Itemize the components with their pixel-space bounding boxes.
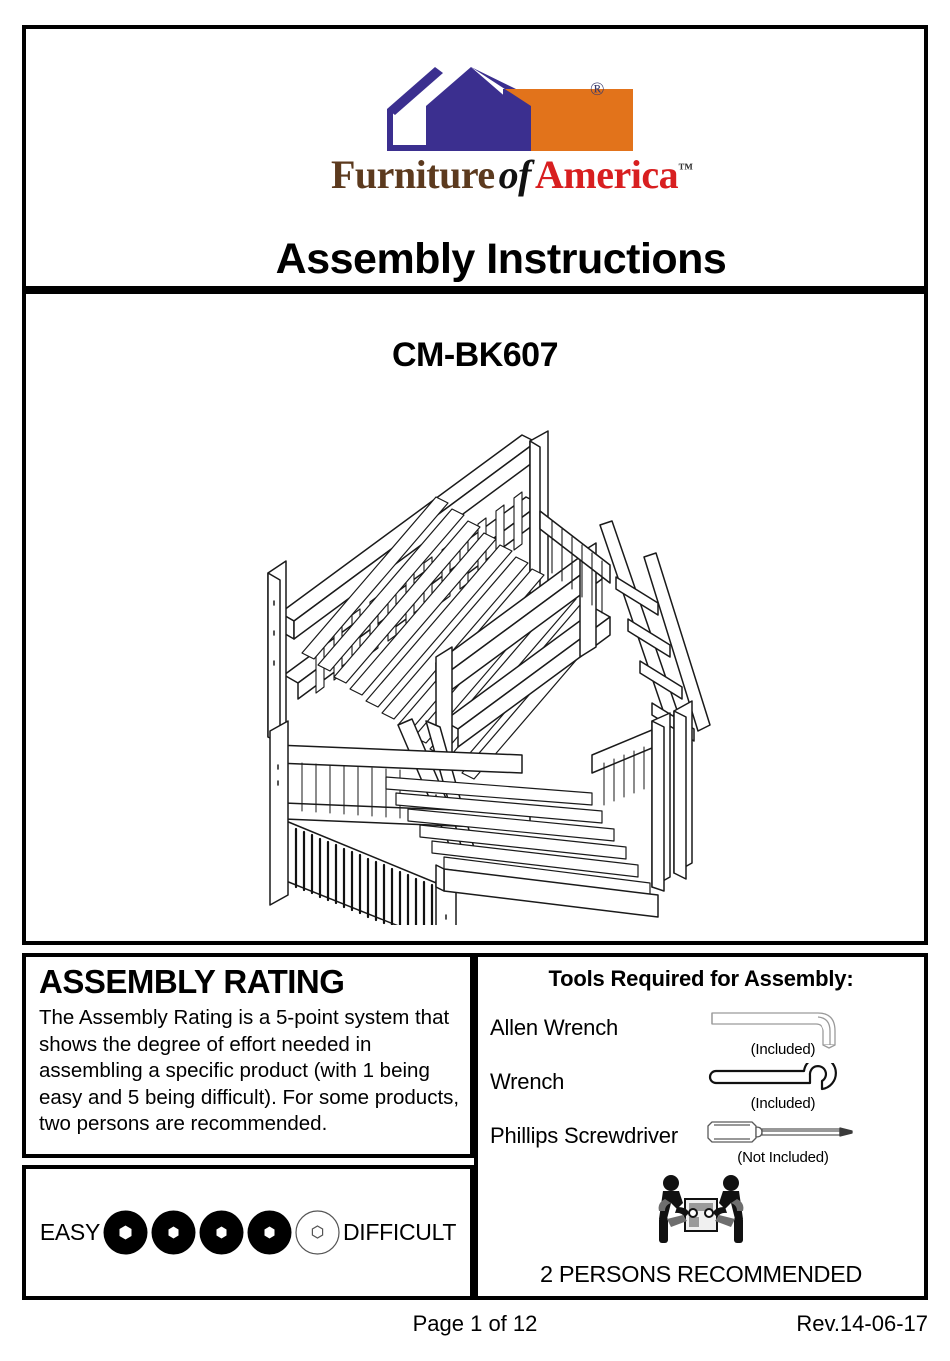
footer-page-number: Page 1 of 12 <box>412 1311 538 1336</box>
rating-dot-filled <box>246 1209 293 1256</box>
rating-dot-empty <box>294 1209 341 1256</box>
tool-name-allen-wrench: Allen Wrench <box>490 1015 619 1040</box>
tool-row: Wrench (Included) <box>478 1063 924 1117</box>
registered-trademark-icon: ® <box>590 79 605 100</box>
tool-name-wrench: Wrench <box>490 1069 565 1094</box>
tool-row: Phillips Screwdriver (Not Included) <box>478 1117 924 1171</box>
tools-heading: Tools Required for Assembly: <box>548 966 854 991</box>
rating-dots <box>102 1209 341 1256</box>
footer-revision: Rev.14-06-17 <box>796 1311 928 1336</box>
tool-note-wrench: (Included) <box>750 1095 816 1112</box>
logo-word-america: America <box>534 152 679 197</box>
assembly-rating-scale-box: EASY DIFFICULT <box>22 1165 474 1300</box>
logo-house-mark <box>387 67 633 151</box>
trademark-icon: ™ <box>678 161 693 178</box>
bunk-bed-illustration <box>267 430 711 925</box>
tool-row: Allen Wrench (Included) <box>478 1009 924 1063</box>
rating-dot-filled <box>150 1209 197 1256</box>
allen-wrench-icon <box>711 1012 836 1049</box>
rating-easy-label: EASY <box>39 1219 100 1245</box>
logo-word-of: of <box>498 152 532 197</box>
wrench-icon <box>708 1063 837 1091</box>
model-number: CM-BK607 <box>391 336 559 374</box>
rating-scale: EASY DIFFICULT <box>26 1169 470 1296</box>
persons-recommended-label: 2 PERSONS RECOMMENDED <box>540 1261 862 1287</box>
rating-difficult-label: DIFFICULT <box>343 1219 457 1245</box>
tool-note-phillips-screwdriver: (Not Included) <box>737 1149 829 1166</box>
tools-required-box: Tools Required for Assembly: Allen Wrenc… <box>474 953 928 1300</box>
assembly-rating-box: ASSEMBLY RATING The Assembly Rating is a… <box>22 953 474 1158</box>
phillips-screwdriver-icon <box>707 1121 853 1143</box>
assembly-rating-heading: ASSEMBLY RATING <box>39 963 345 1000</box>
two-persons-lifting-icon <box>658 1175 744 1243</box>
tool-name-phillips-screwdriver: Phillips Screwdriver <box>490 1123 678 1148</box>
tool-note-allen-wrench: (Included) <box>750 1041 816 1058</box>
rating-dot-filled <box>198 1209 245 1256</box>
assembly-rating-description: The Assembly Rating is a 5-point system … <box>39 1006 460 1135</box>
page-title: Assembly Instructions <box>275 235 727 283</box>
logo-word-furniture: Furniture <box>331 152 495 197</box>
rating-dot-filled <box>102 1209 149 1256</box>
